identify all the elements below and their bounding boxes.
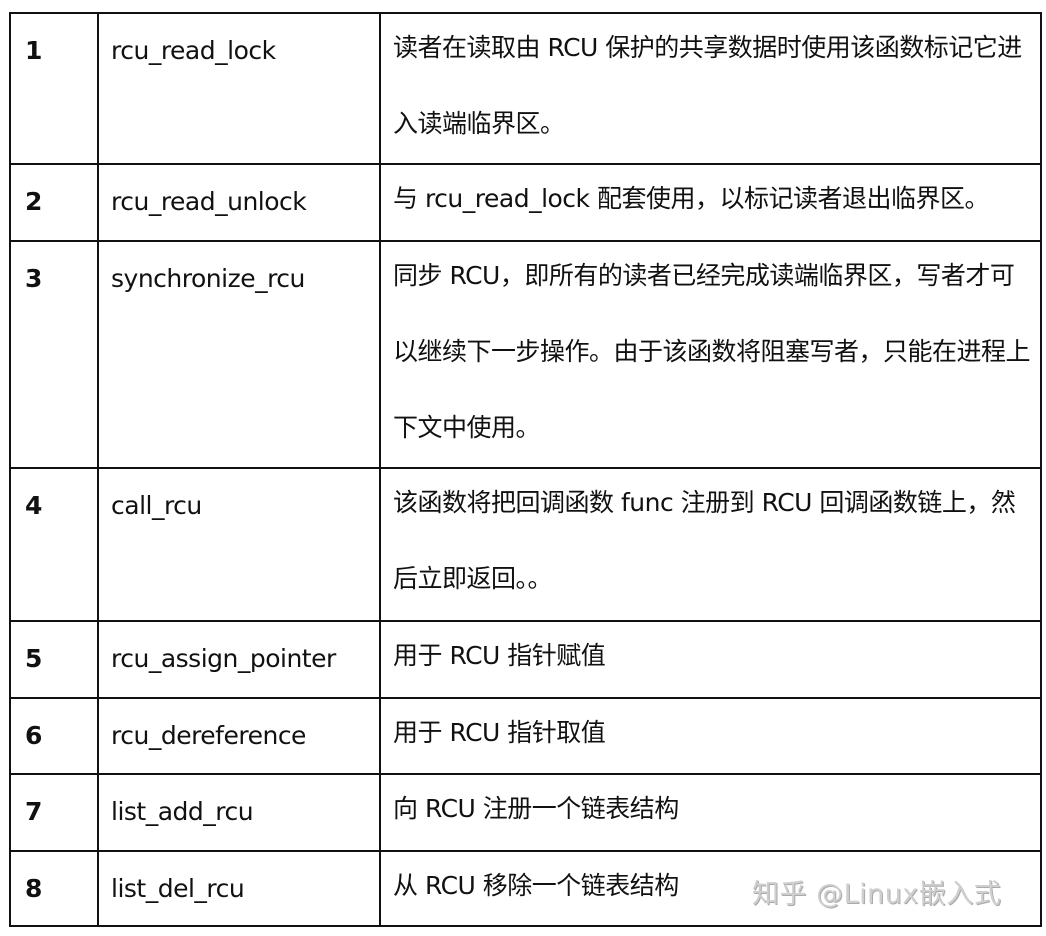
table-row: 5 rcu_assign_pointer 用于 RCU 指针赋值 bbox=[9, 620, 1042, 699]
row-number: 2 bbox=[9, 163, 99, 242]
row-number: 3 bbox=[9, 240, 99, 469]
row-number: 6 bbox=[9, 697, 99, 775]
row-number: 5 bbox=[9, 620, 99, 699]
function-name: rcu_assign_pointer bbox=[97, 620, 381, 699]
table-row: 8 list_del_rcu 从 RCU 移除一个链表结构 bbox=[9, 850, 1042, 927]
function-name: synchronize_rcu bbox=[97, 240, 381, 469]
table-row: 7 list_add_rcu 向 RCU 注册一个链表结构 bbox=[9, 773, 1042, 852]
row-number: 4 bbox=[9, 467, 99, 622]
table-row: 3 synchronize_rcu 同步 RCU，即所有的读者已经完成读端临界区… bbox=[9, 240, 1042, 469]
function-description: 向 RCU 注册一个链表结构 bbox=[379, 773, 1042, 852]
function-name: list_add_rcu bbox=[97, 773, 381, 852]
function-description: 与 rcu_read_lock 配套使用，以标记读者退出临界区。 bbox=[379, 163, 1042, 242]
function-name: list_del_rcu bbox=[97, 850, 381, 927]
watermark: 知乎 @Linux嵌入式 bbox=[752, 879, 1002, 910]
function-name: call_rcu bbox=[97, 467, 381, 622]
rcu-api-table: 1 rcu_read_lock 读者在读取由 RCU 保护的共享数据时使用该函数… bbox=[9, 12, 1042, 927]
table-row: 6 rcu_dereference 用于 RCU 指针取值 bbox=[9, 697, 1042, 775]
function-description: 读者在读取由 RCU 保护的共享数据时使用该函数标记它进入读端临界区。 bbox=[379, 12, 1042, 165]
table-row: 2 rcu_read_unlock 与 rcu_read_lock 配套使用，以… bbox=[9, 163, 1042, 242]
table-row: 4 call_rcu 该函数将把回调函数 func 注册到 RCU 回调函数链上… bbox=[9, 467, 1042, 622]
function-name: rcu_dereference bbox=[97, 697, 381, 775]
row-number: 7 bbox=[9, 773, 99, 852]
row-number: 8 bbox=[9, 850, 99, 927]
function-name: rcu_read_unlock bbox=[97, 163, 381, 242]
row-number: 1 bbox=[9, 12, 99, 165]
function-description: 用于 RCU 指针取值 bbox=[379, 697, 1042, 775]
function-description: 用于 RCU 指针赋值 bbox=[379, 620, 1042, 699]
function-name: rcu_read_lock bbox=[97, 12, 381, 165]
function-description: 同步 RCU，即所有的读者已经完成读端临界区，写者才可以继续下一步操作。由于该函… bbox=[379, 240, 1042, 469]
table-row: 1 rcu_read_lock 读者在读取由 RCU 保护的共享数据时使用该函数… bbox=[9, 12, 1042, 165]
function-description: 从 RCU 移除一个链表结构 bbox=[379, 850, 1042, 927]
function-description: 该函数将把回调函数 func 注册到 RCU 回调函数链上，然后立即返回。。 bbox=[379, 467, 1042, 622]
